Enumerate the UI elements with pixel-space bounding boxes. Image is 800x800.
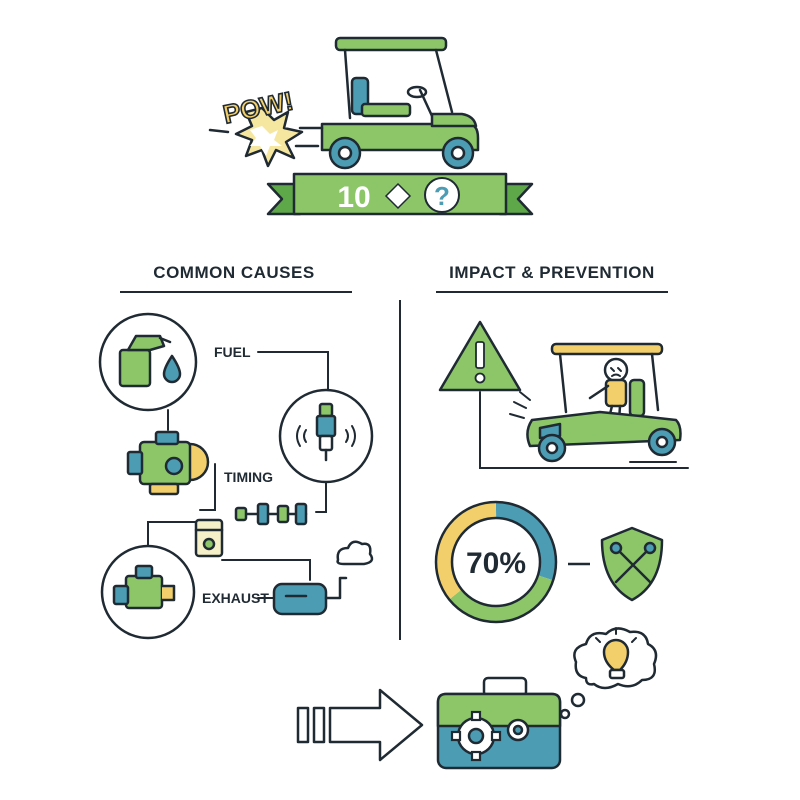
- diamond-icon: [384, 182, 412, 210]
- cause-connectors: [147, 351, 329, 599]
- cause-label-timing: TIMING: [224, 469, 273, 485]
- donut-segment-left: [436, 502, 497, 599]
- muffler-icon: [272, 540, 374, 616]
- driver-cart-icon: [509, 342, 682, 463]
- question-badge: [424, 177, 460, 213]
- banner-left-text: 10: [337, 181, 370, 214]
- camshaft-icon: [234, 502, 308, 526]
- donut-segment-top-right: [495, 501, 557, 581]
- section-heading-causes: COMMON CAUSES: [153, 263, 314, 282]
- donut-chart: [434, 500, 558, 624]
- lightbulb-icon: [595, 627, 637, 680]
- impact-connector: [479, 391, 689, 469]
- explosion-icon: [208, 106, 324, 168]
- section-heading-impact: IMPACT & PREVENTION: [449, 263, 655, 282]
- fuel-pump-icon: [98, 312, 198, 412]
- banner-right-text: ?: [434, 181, 450, 211]
- engine-icon: [126, 430, 210, 496]
- shield-wrench-icon: [600, 526, 664, 602]
- warning-icon: [438, 320, 522, 392]
- golf-cart-icon: [320, 36, 480, 170]
- exhaust-engine-icon: [100, 544, 196, 640]
- cause-label-fuel: FUEL: [214, 344, 251, 360]
- cause-label-exhaust: EXHAUST: [202, 590, 269, 606]
- piston-icon: [194, 518, 224, 558]
- toolbox-icon: [436, 676, 562, 770]
- donut-percent-label: 70%: [466, 547, 526, 580]
- spark-plug-icon: [278, 388, 374, 484]
- donut-segment-bottom: [449, 575, 554, 622]
- arrow-right-icon: [296, 688, 424, 762]
- ribbon-banner: [266, 172, 534, 216]
